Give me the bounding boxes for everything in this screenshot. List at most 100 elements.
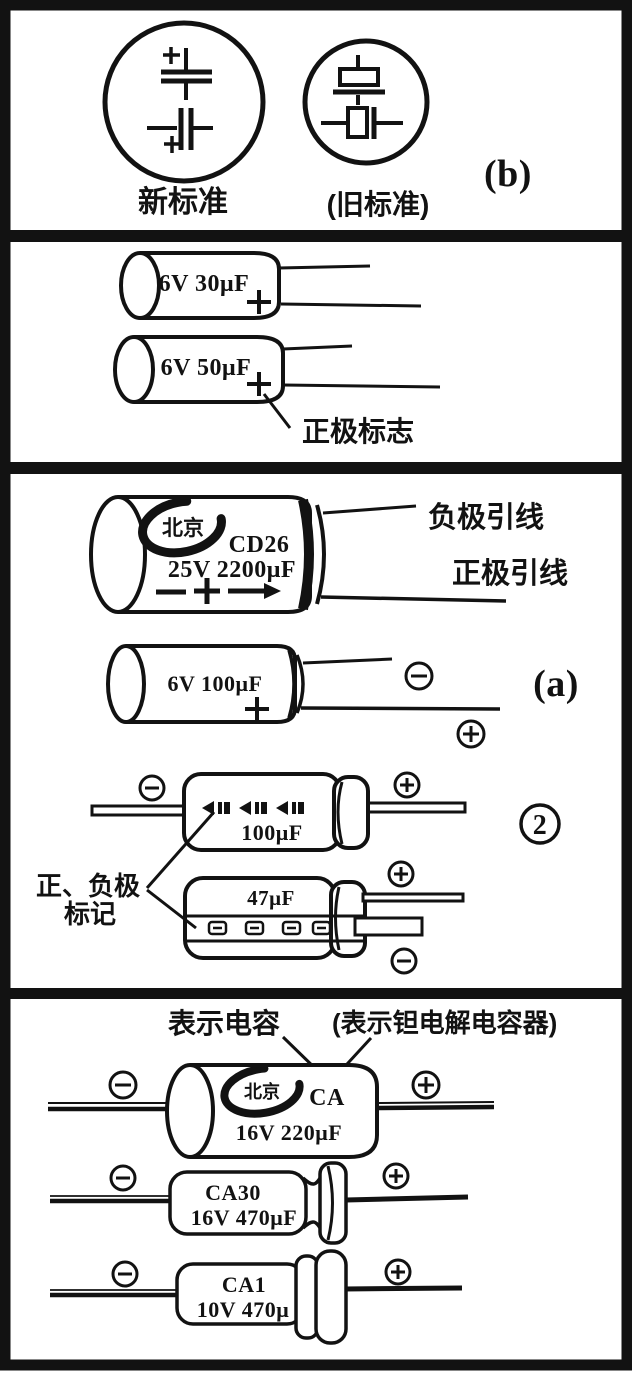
positive-lead-label: 正极引线 — [452, 557, 568, 590]
capacitor-ca-220uf: 北京 CA 16V 220μF — [48, 1063, 495, 1159]
capacitor-6v30uf: 6V 30μF — [119, 251, 422, 320]
plus-terminal-icon — [387, 860, 415, 888]
old-standard-horizontal-cap-symbol — [321, 106, 403, 139]
annotation-pointer-line — [146, 888, 197, 930]
seal-arc — [326, 1165, 334, 1241]
new-standard-vertical-cap-symbol — [161, 47, 212, 100]
lead-wire — [364, 801, 467, 814]
polarity-arrow-marks — [202, 801, 304, 815]
new-standard-label: 新标准 — [138, 186, 228, 219]
minus-terminal-icon — [111, 1260, 139, 1288]
plus-mark-panel: 6V 30μF 6V 50μF 正极标志 — [113, 251, 441, 447]
plus-terminal-icon — [393, 771, 421, 799]
beijing-logo-swoosh — [220, 1064, 304, 1118]
arrow-head — [264, 583, 281, 599]
mark-annotation-line2: 标记 — [64, 899, 116, 929]
seal-bead — [314, 1249, 348, 1345]
capacitor-6v50uf: 6V 50μF — [113, 335, 441, 404]
capacitor-value: 100μF — [241, 820, 302, 845]
capacitor-rating: 6V 100μF — [168, 671, 263, 696]
new-standard-symbol-circle — [102, 20, 266, 184]
capacitor-ca1: CA1 10V 470μ — [50, 1249, 463, 1345]
plus-mark-icon — [245, 697, 269, 721]
collar-arc — [336, 781, 344, 845]
lead-wire — [361, 892, 465, 903]
plus-mark-icon — [247, 372, 271, 396]
figure-a-label: (a) — [533, 663, 579, 705]
item-number: 2 — [533, 810, 548, 841]
mark-annotation: 正、负极 标记 — [36, 811, 216, 930]
capacitor-value: 47μF — [247, 886, 295, 910]
model-text: CA1 — [222, 1272, 266, 1297]
plus-terminal-icon — [382, 1162, 410, 1190]
collar-arc — [334, 886, 341, 951]
capacitance-annotation: 表示电容 — [168, 1007, 280, 1039]
plus-terminal-icon — [384, 1258, 412, 1286]
minus-terminal-icon — [390, 947, 418, 975]
minus-terminal-icon — [109, 1164, 137, 1192]
lead-wire — [50, 1194, 469, 1204]
lead-wire — [90, 804, 188, 817]
old-standard-label: (旧标准) — [327, 189, 430, 220]
lead-wire — [282, 344, 353, 351]
plus-terminal-icon — [411, 1070, 441, 1100]
model-text: CD26 — [229, 532, 290, 558]
polarity-arrow-row — [156, 578, 281, 604]
tantalum-panel: 表示电容 (表示钽电解电容器) 北京 CA 16V 220μF — [48, 1007, 557, 1345]
lead-wire — [302, 657, 393, 665]
rating-text: 25V 2200μF — [168, 557, 296, 583]
positive-mark-annotation: 正极标志 — [302, 416, 414, 447]
rating-text: 16V 220μF — [236, 1120, 342, 1145]
lead-wire — [280, 302, 422, 308]
brand-text: 北京 — [162, 516, 204, 540]
circled-2-badge: 2 — [519, 803, 561, 845]
capacitor-rating: 6V 30μF — [159, 271, 250, 297]
brand-text: 北京 — [244, 1081, 280, 1102]
minus-terminal-icon — [108, 1070, 138, 1100]
panel-divider — [5, 462, 627, 474]
annotation-pointer-line — [145, 811, 216, 889]
negative-lead-wire — [322, 504, 417, 515]
positive-lead-wire — [320, 595, 507, 603]
tantalum-annotation: (表示钽电解电容器) — [332, 1008, 557, 1038]
lead-wire-wide — [353, 916, 424, 937]
symbol-panel: 新标准 (旧标准) (b) — [102, 20, 532, 220]
figure-b-label: (b) — [484, 153, 532, 195]
plus-terminal-icon — [456, 719, 486, 749]
capacitor-cd26: 北京 CD26 25V 2200μF — [89, 495, 507, 614]
lead-wire — [300, 706, 501, 711]
polarity-stripe-marks — [207, 920, 332, 936]
mark-annotation-line1: 正、负极 — [36, 871, 141, 901]
seal-lip — [315, 504, 326, 605]
lead-wire — [50, 1285, 463, 1298]
capacitor-6v100uf: 6V 100μF — [106, 644, 501, 749]
series-text: CA — [309, 1085, 345, 1111]
capacitor-axial-100uf: 100μF — [90, 771, 467, 852]
capacitor-rating: 6V 50μF — [161, 355, 252, 381]
lead-wire — [48, 1101, 495, 1112]
lead-panel: 北京 CD26 25V 2200μF 负极引线 正极引线 6V 100μF — [36, 495, 579, 975]
negative-band — [298, 498, 314, 611]
rating-text: 16V 470μF — [191, 1205, 297, 1230]
old-standard-vertical-cap-symbol — [333, 55, 385, 105]
rating-text: 10V 470μ — [197, 1297, 289, 1322]
model-text: CA30 — [205, 1180, 261, 1205]
panel-divider — [5, 230, 627, 242]
minus-terminal-icon — [138, 774, 166, 802]
capacitor-ca30: CA30 16V 470μF — [50, 1161, 469, 1245]
beijing-logo-swoosh — [138, 496, 226, 558]
annotation-pointer-line — [262, 393, 292, 429]
old-standard-symbol-circle — [302, 38, 430, 166]
capacitor-47uf: 47μF — [183, 860, 465, 975]
negative-lead-label: 负极引线 — [428, 501, 544, 534]
lead-wire — [278, 264, 371, 270]
panel-divider — [5, 988, 627, 999]
new-standard-horizontal-cap-symbol — [147, 108, 213, 153]
minus-terminal-icon — [404, 661, 434, 691]
plus-mark-icon — [247, 290, 271, 314]
lead-wire — [282, 383, 441, 389]
seal-arc — [287, 649, 296, 719]
